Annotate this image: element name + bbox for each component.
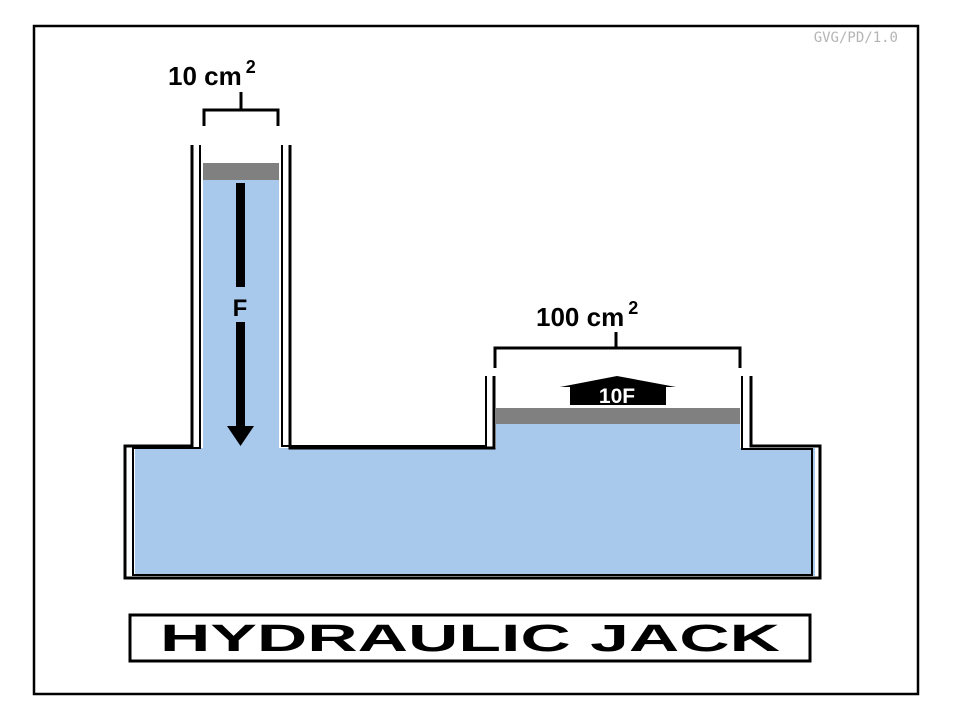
fluid-large-cylinder bbox=[496, 424, 740, 450]
small-area-bracket bbox=[202, 92, 280, 126]
diagram-title: HYDRAULIC JACK bbox=[160, 618, 781, 660]
downward-force-arrow bbox=[227, 183, 254, 446]
outer-frame bbox=[32, 24, 920, 696]
container-walls bbox=[123, 145, 822, 580]
large-piston bbox=[496, 408, 740, 424]
small-piston bbox=[203, 163, 279, 180]
small-force-label: F bbox=[233, 295, 248, 322]
upward-force-arrow bbox=[560, 376, 676, 405]
small-area-value: 10 cm bbox=[168, 61, 242, 91]
fluid-reservoir bbox=[135, 448, 815, 576]
title-box bbox=[128, 613, 812, 663]
large-area-value: 100 cm bbox=[536, 302, 624, 332]
large-force-label: 10F bbox=[599, 385, 635, 408]
credit-text: GVG/PD/1.0 bbox=[814, 30, 898, 46]
small-area-exponent: 2 bbox=[246, 57, 256, 77]
large-area-exponent: 2 bbox=[628, 298, 638, 318]
large-area-bracket bbox=[493, 332, 742, 368]
